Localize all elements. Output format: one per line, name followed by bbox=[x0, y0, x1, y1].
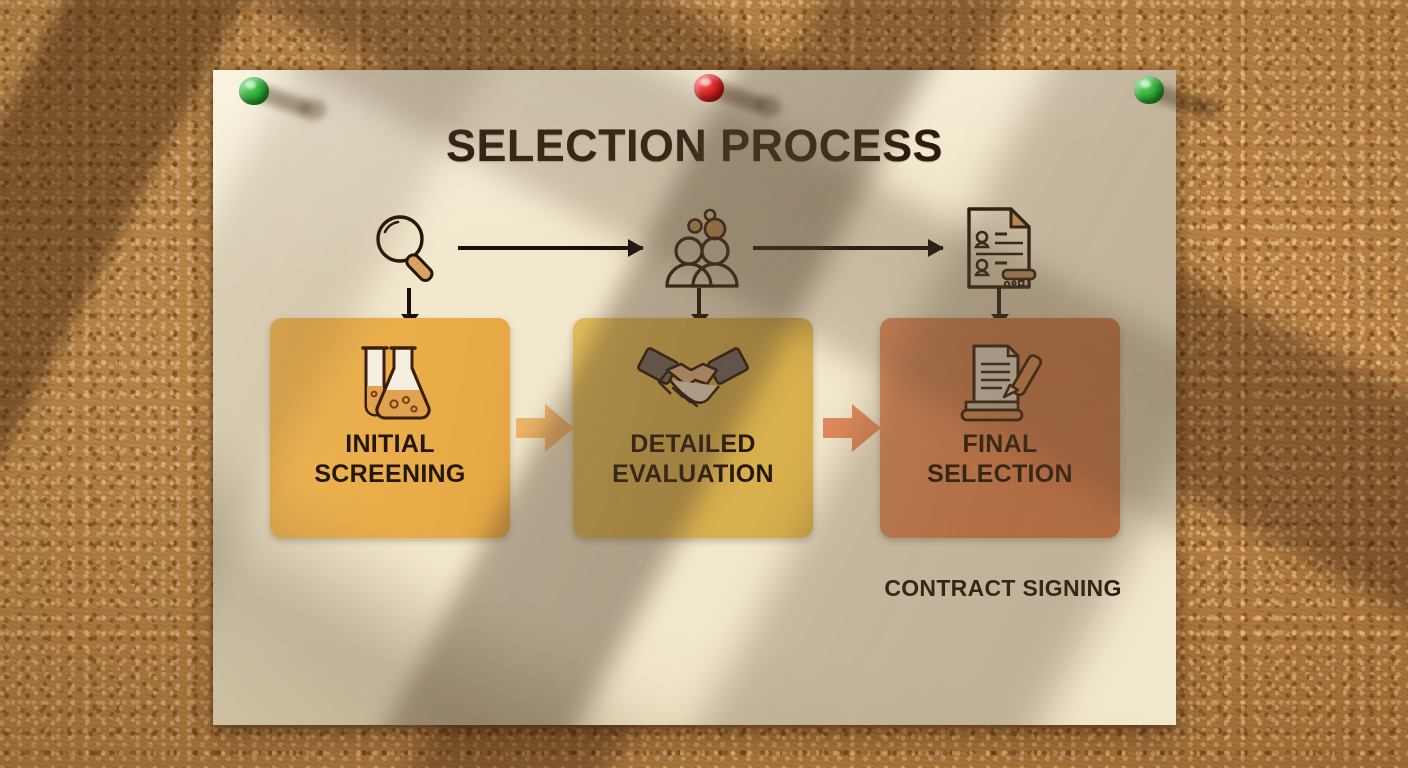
poster-content: SELECTION PROCESS bbox=[213, 70, 1176, 725]
process-steps: INITIAL SCREENING bbox=[213, 318, 1176, 538]
page-title: SELECTION PROCESS bbox=[446, 120, 943, 171]
step-box-final-selection[interactable]: FINAL SELECTION bbox=[880, 318, 1120, 538]
connector-arrow-2 bbox=[753, 239, 944, 257]
people-group-icon bbox=[653, 206, 745, 290]
magnifier-icon bbox=[363, 206, 455, 290]
step-box-detailed-evaluation[interactable]: DETAILED EVALUATION bbox=[573, 318, 813, 538]
pushpin-left[interactable] bbox=[239, 77, 326, 120]
resume-document-icon bbox=[953, 206, 1045, 290]
step-label-2-line1: DETAILED bbox=[630, 430, 756, 458]
step-label-2-line2: EVALUATION bbox=[612, 460, 774, 490]
paper-shadow-bottom-left bbox=[213, 410, 695, 725]
connector-arrow-1 bbox=[458, 239, 644, 257]
top-icon-row bbox=[213, 206, 1176, 298]
test-tube-flask-icon bbox=[344, 342, 436, 424]
poster-paper: SELECTION PROCESS bbox=[213, 70, 1176, 725]
caption-contract-signing: CONTRACT SIGNING bbox=[884, 575, 1122, 601]
pushpin-right[interactable] bbox=[1134, 76, 1221, 119]
step-arrow-2 bbox=[823, 404, 881, 452]
step-label-3-line1: FINAL bbox=[962, 430, 1038, 458]
step-label-2: DETAILED EVALUATION bbox=[612, 430, 774, 489]
step-label-1-line2: SCREENING bbox=[314, 460, 465, 490]
step-label-1: INITIAL SCREENING bbox=[314, 430, 465, 489]
pushpin-center[interactable] bbox=[694, 74, 781, 117]
step-label-1-line1: INITIAL bbox=[345, 430, 435, 458]
step-label-3: FINAL SELECTION bbox=[927, 430, 1073, 489]
document-pen-icon bbox=[950, 342, 1050, 424]
step-arrow-1 bbox=[516, 404, 574, 452]
step-label-3-line2: SELECTION bbox=[927, 459, 1073, 488]
handshake-icon bbox=[637, 342, 749, 424]
step-box-initial-screening[interactable]: INITIAL SCREENING bbox=[270, 318, 510, 538]
